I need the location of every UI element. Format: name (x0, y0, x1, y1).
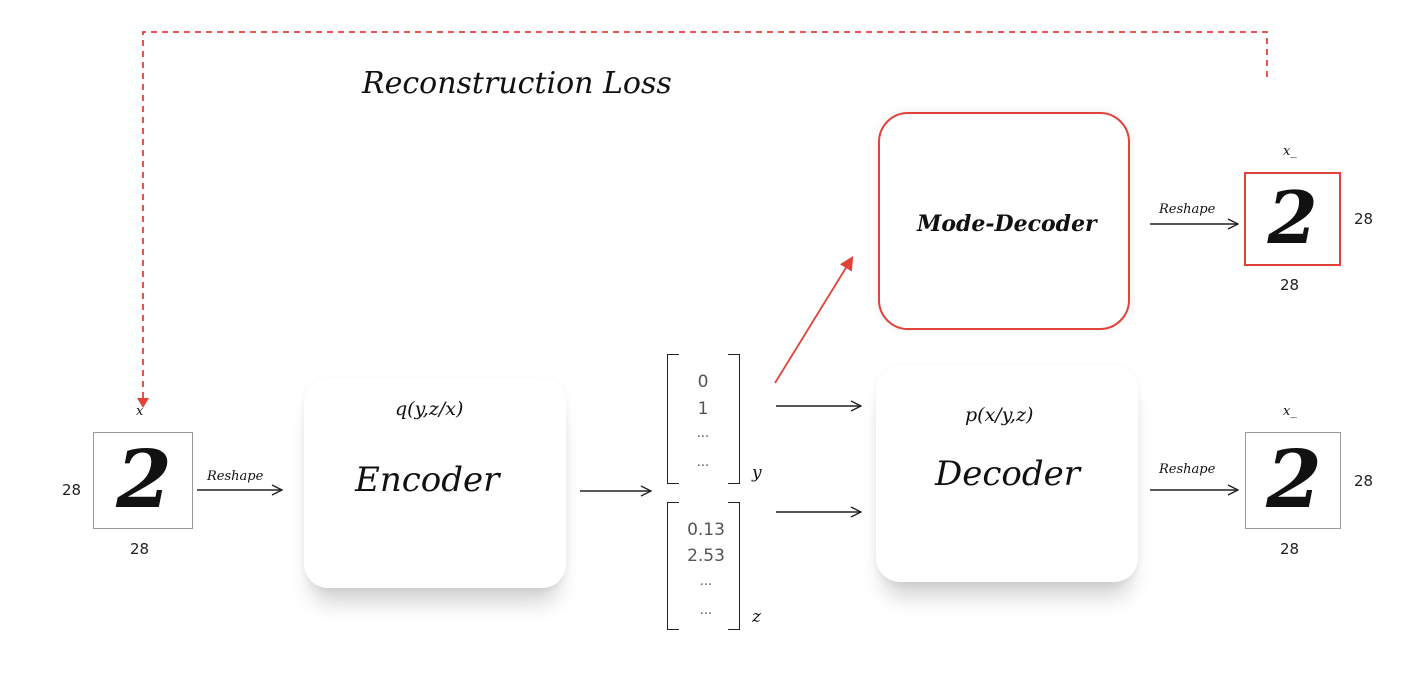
bottom-output-width-dim: 28 (1280, 540, 1300, 558)
y-vector-left-bracket (667, 354, 679, 484)
decoder-block (876, 366, 1138, 582)
y-vector-right-bracket (728, 354, 740, 484)
bottom-reshape-label: Reshape (1159, 462, 1216, 477)
reconstruction-loss-label: Reconstruction Loss (362, 66, 672, 101)
encoder-title: Encoder (355, 460, 500, 500)
z-value: 2.53 (687, 546, 725, 566)
y-label: y (752, 463, 762, 483)
mode-decoder-title: Mode-Decoder (917, 211, 1097, 237)
bottom-output-label: x_ (1283, 404, 1297, 419)
mode-decoder-block (878, 112, 1130, 330)
y-value: 1 (697, 399, 709, 419)
input-label: x (136, 404, 144, 419)
z-value: ... (699, 574, 713, 589)
bottom-output-digit: 2 (1266, 432, 1322, 526)
y-value: 0 (697, 372, 709, 392)
top-output-image: 2 (1244, 172, 1341, 266)
top-output-digit: 2 (1267, 175, 1318, 260)
bottom-output-image: 2 (1245, 432, 1341, 529)
input-height-dim: 28 (62, 481, 82, 499)
top-output-width-dim: 28 (1280, 276, 1300, 294)
y-value: ... (696, 426, 710, 441)
decoder-title: Decoder (935, 454, 1081, 494)
z-value: 0.13 (687, 520, 725, 540)
input-width-dim: 28 (130, 540, 150, 558)
top-output-label: x_ (1283, 144, 1297, 159)
top-output-height-dim: 28 (1354, 210, 1374, 228)
z-vector-right-bracket (728, 502, 740, 630)
y-value: ... (696, 455, 710, 470)
top-reshape-label: Reshape (1159, 202, 1216, 217)
encoder-formula: q(y,z/x) (395, 398, 464, 420)
z-vector-left-bracket (667, 502, 679, 630)
y-to-mode-decoder-arrow (774, 256, 854, 384)
z-value: ... (699, 603, 713, 618)
reconstruction-loss-path (142, 31, 1268, 398)
decoder-formula: p(x/y,z) (965, 404, 1034, 426)
input-digit-image: 2 (93, 432, 193, 529)
input-digit: 2 (116, 432, 172, 526)
loss-path-arrowhead (137, 398, 149, 408)
z-label: z (752, 607, 761, 627)
encoder-block (304, 378, 566, 588)
bottom-output-height-dim: 28 (1354, 472, 1374, 490)
input-reshape-label: Reshape (207, 469, 264, 484)
